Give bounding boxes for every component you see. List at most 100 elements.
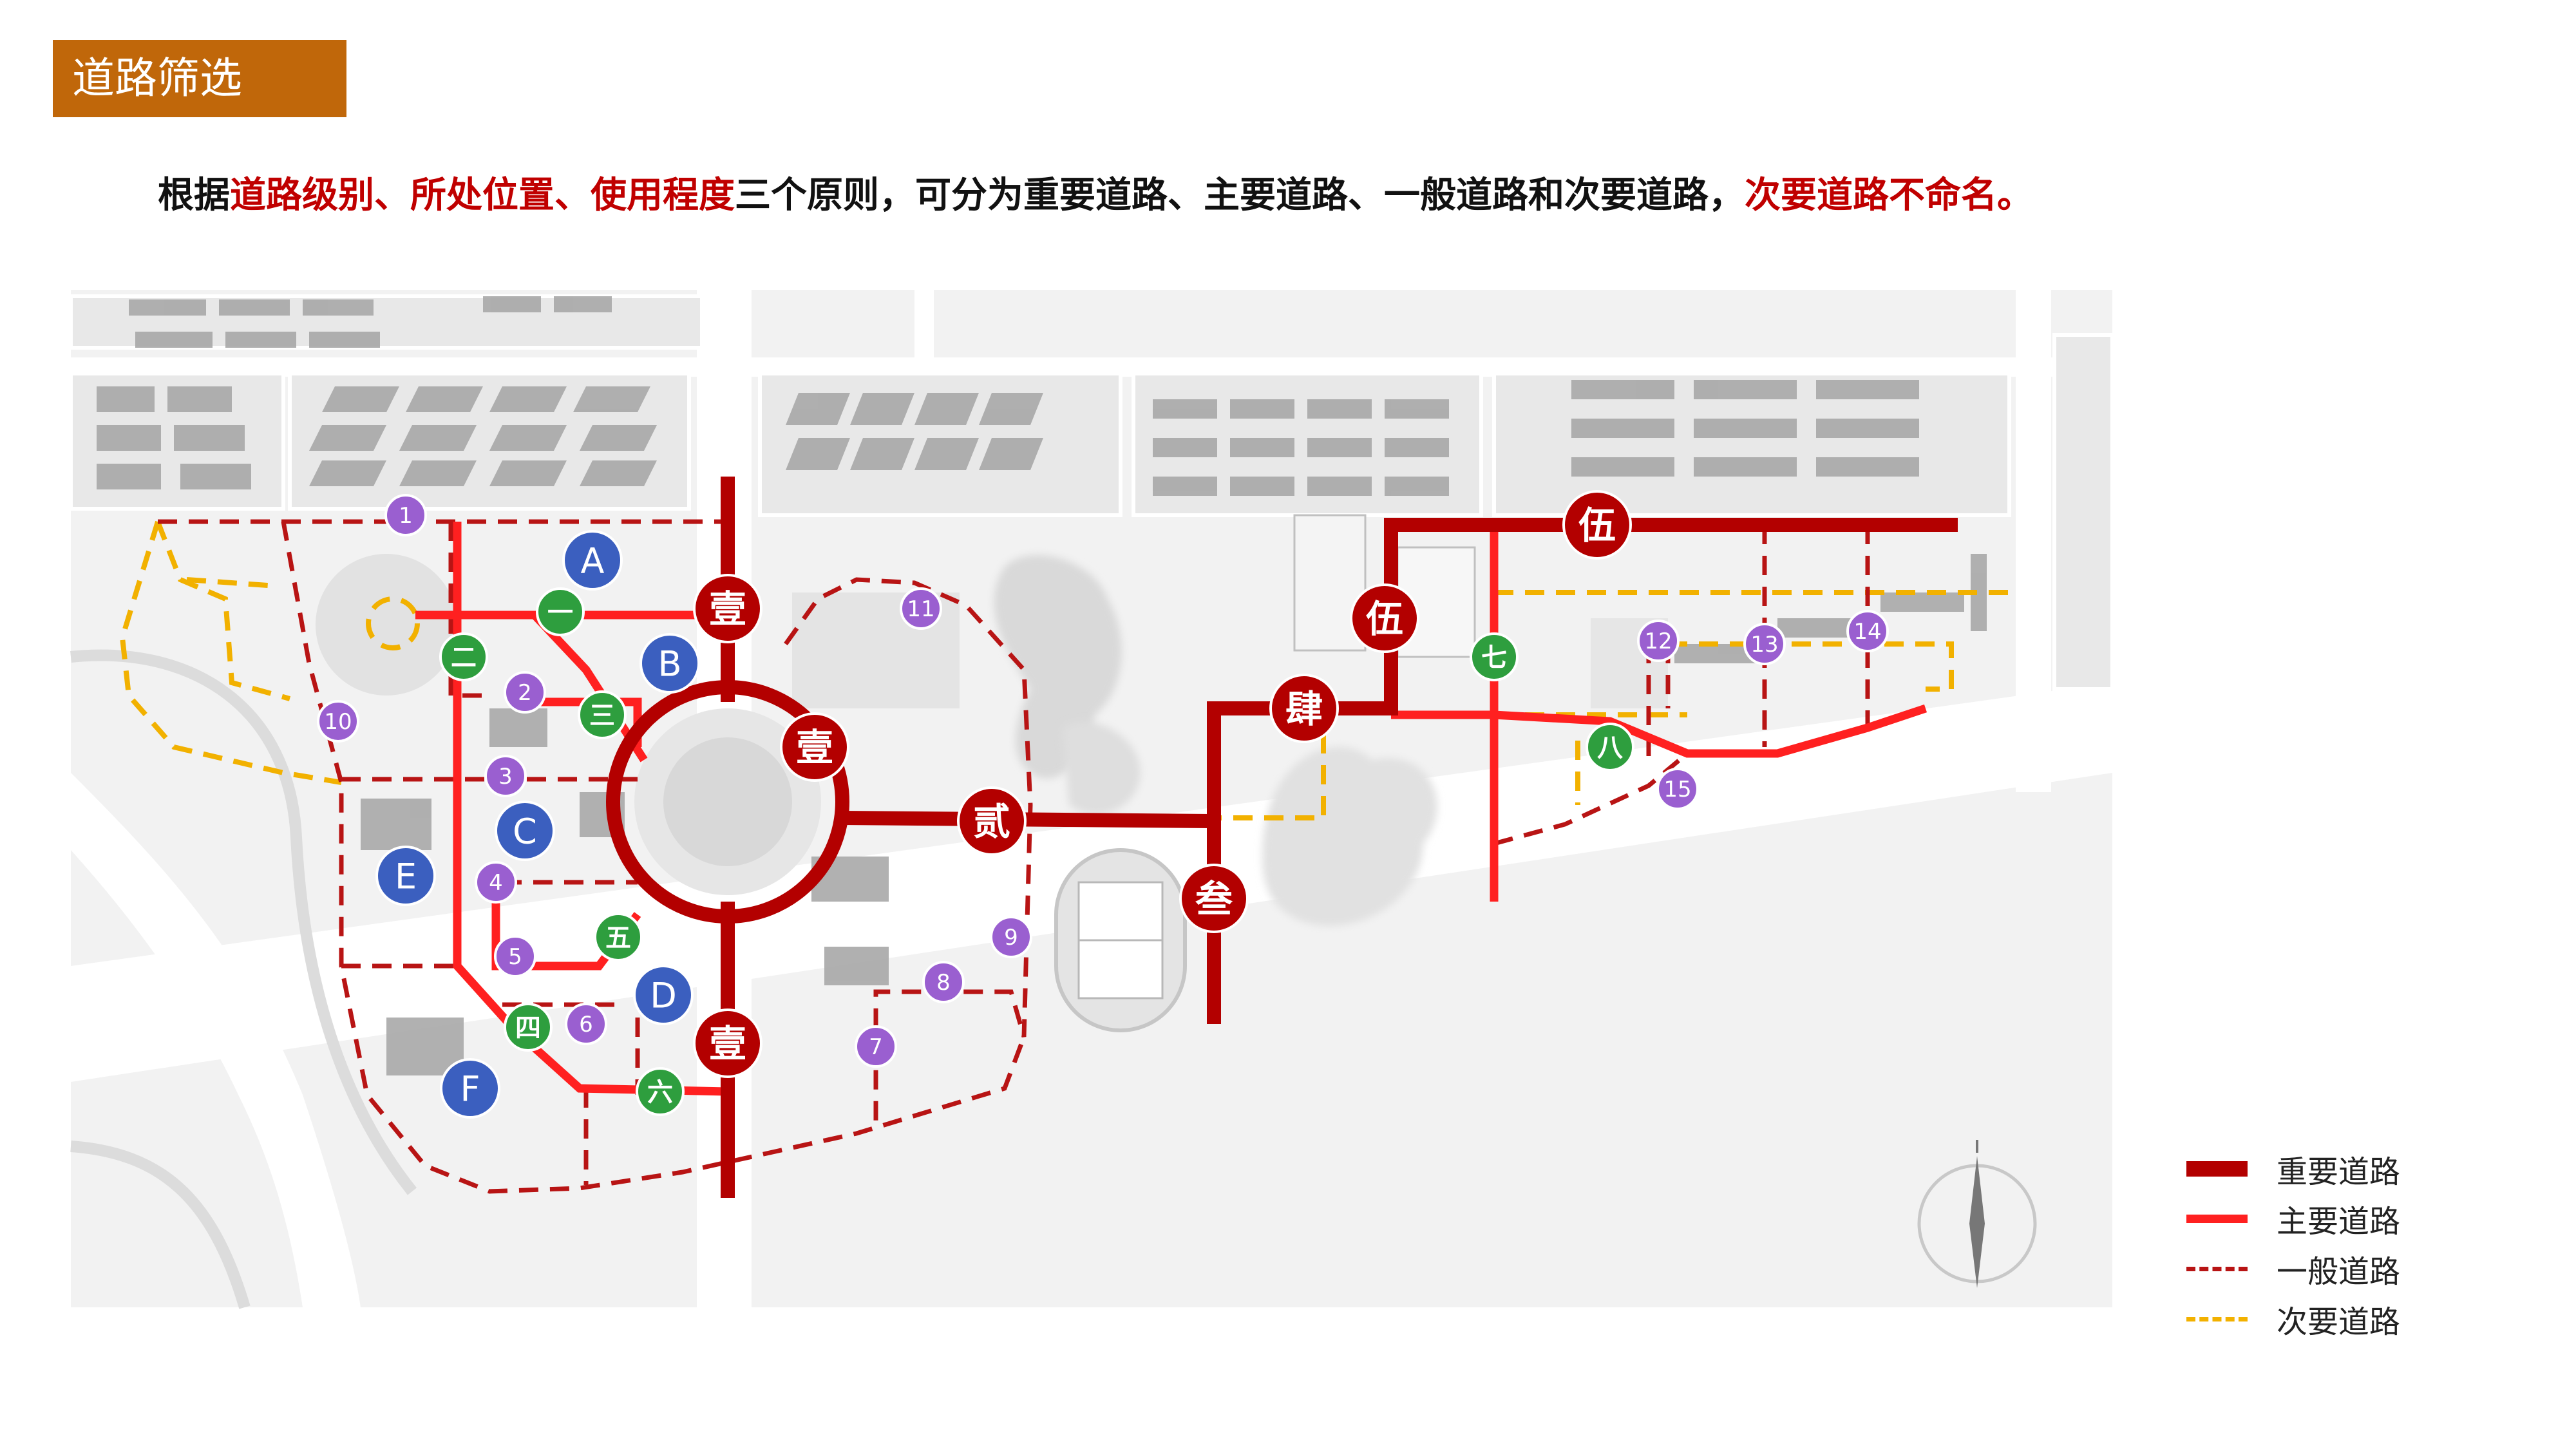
general-road-marker-circle: [1846, 610, 1889, 652]
important-road-marker-label: 叁: [1195, 877, 1233, 921]
zone-marker-circle: [375, 846, 436, 906]
zone-marker: D: [633, 965, 694, 1025]
main-road-marker: 四: [504, 1003, 553, 1052]
main-road-marker-label: 七: [1481, 643, 1507, 672]
important-road-marker-label: 肆: [1285, 687, 1323, 731]
zone-marker: A: [562, 530, 623, 591]
main-road-marker-label: 五: [605, 923, 631, 952]
main-road-marker-circle: [1470, 632, 1519, 681]
general-road-marker: 10: [317, 700, 359, 743]
general-road-marker-circle: [484, 755, 527, 797]
important-road-marker: 壹: [780, 712, 849, 782]
main-road-marker: 七: [1470, 632, 1519, 681]
intro-principles: 道路级别、所处位置、使用程度: [230, 175, 735, 216]
important-road-marker-label: 壹: [709, 1022, 746, 1066]
general-road-marker-circle: [504, 671, 546, 714]
zone-marker-circle: [440, 1058, 500, 1119]
general-road-marker-label: 14: [1853, 619, 1881, 645]
important-road-marker-circle: [693, 1009, 762, 1078]
zone-marker-label: F: [460, 1068, 480, 1109]
general-road-marker-label: 2: [518, 680, 532, 706]
general-road-marker: 2: [504, 671, 546, 714]
legend-general-label: 一般道路: [2277, 1254, 2401, 1290]
general-road-marker: 11: [900, 587, 942, 630]
legend-secondary: 次要道路: [2186, 1296, 2400, 1341]
general-road-marker-circle: [494, 935, 536, 978]
general-road-marker-circle: [1656, 768, 1699, 810]
general-road-marker: 6: [565, 1003, 607, 1045]
important-road-marker-label: 壹: [796, 726, 833, 770]
important-road-marker-circle: [1350, 583, 1419, 653]
general-road-marker-label: 5: [508, 944, 522, 970]
general-road-marker-label: 10: [324, 709, 352, 735]
legend-important: 重要道路: [2186, 1146, 2400, 1191]
zone-marker: C: [495, 800, 555, 861]
main-road-marker-label: 六: [647, 1077, 673, 1107]
general-road-marker: 9: [990, 916, 1032, 958]
general-road-marker-circle: [990, 916, 1032, 958]
main-road-marker: 八: [1586, 723, 1634, 772]
general-road-marker-circle: [317, 700, 359, 743]
general-road-marker-circle: [922, 961, 965, 1003]
main-road-marker-circle: [636, 1067, 685, 1116]
general-road-marker: 5: [494, 935, 536, 978]
main-road-marker-label: 二: [451, 643, 477, 672]
important-road-marker-label: 伍: [1578, 504, 1616, 547]
main-road-marker-circle: [1586, 723, 1634, 772]
general-road-marker-label: 9: [1004, 925, 1018, 951]
legend-important-swatch: [2186, 1161, 2248, 1177]
important-road-marker: 伍: [1562, 490, 1632, 560]
intro-middle: 三个原则，可分为重要道路、主要道路、一般道路和次要道路，: [735, 175, 1745, 216]
general-road-marker-circle: [1637, 620, 1680, 662]
important-road-marker: 叁: [1179, 864, 1249, 933]
main-road-marker: 三: [578, 690, 627, 739]
general-road-marker-label: 11: [907, 596, 934, 622]
general-road-marker-label: 3: [498, 764, 513, 790]
zone-marker: F: [440, 1058, 500, 1119]
important-road-marker-circle: [957, 786, 1027, 856]
buildings: [97, 296, 1987, 1075]
zone-marker-label: D: [650, 975, 677, 1016]
main-road-marker: 六: [636, 1067, 685, 1116]
important-road-marker: 肆: [1269, 674, 1339, 743]
main-road-marker-circle: [578, 690, 627, 739]
important-road-marker-circle: [693, 574, 762, 643]
legend-general-swatch: [2186, 1266, 2248, 1271]
important-road-marker: 壹: [693, 574, 762, 643]
zone-marker-label: A: [581, 540, 605, 581]
important-road-marker-label: 伍: [1366, 597, 1403, 641]
important-road-marker: 壹: [693, 1009, 762, 1078]
main-road-marker-circle: [536, 587, 585, 636]
general-road-marker-label: 4: [489, 870, 503, 896]
secondary-roads: [119, 520, 2019, 820]
legend-main: 主要道路: [2186, 1196, 2400, 1241]
zone-marker-circle: [562, 530, 623, 591]
general-road-marker-circle: [900, 587, 942, 630]
zone-marker-label: B: [658, 643, 681, 684]
main-road-marker-label: 八: [1597, 733, 1624, 762]
river: [70, 649, 417, 1309]
general-road-marker-label: 7: [869, 1034, 883, 1060]
general-road-marker-circle: [475, 861, 517, 904]
general-road-marker: 8: [922, 961, 965, 1003]
main-road-marker-circle: [504, 1003, 553, 1052]
important-road-marker-label: 壹: [709, 587, 746, 631]
legend-main-label: 主要道路: [2277, 1204, 2401, 1240]
important-road-marker-circle: [1562, 490, 1632, 560]
intro-prefix: 根据: [158, 175, 230, 216]
important-road-marker-circle: [1179, 864, 1249, 933]
main-road-marker: 二: [439, 632, 488, 681]
legend-general: 一般道路: [2186, 1246, 2400, 1291]
main-road-marker-circle: [594, 913, 643, 961]
general-road-marker-circle: [565, 1003, 607, 1045]
main-road-marker: 五: [594, 913, 643, 961]
main-road-marker-label: 三: [589, 701, 615, 730]
important-road-marker-circle: [780, 712, 849, 782]
important-road-marker: 伍: [1350, 583, 1419, 653]
important-road-marker-label: 贰: [973, 800, 1010, 844]
general-road-marker: 3: [484, 755, 527, 797]
